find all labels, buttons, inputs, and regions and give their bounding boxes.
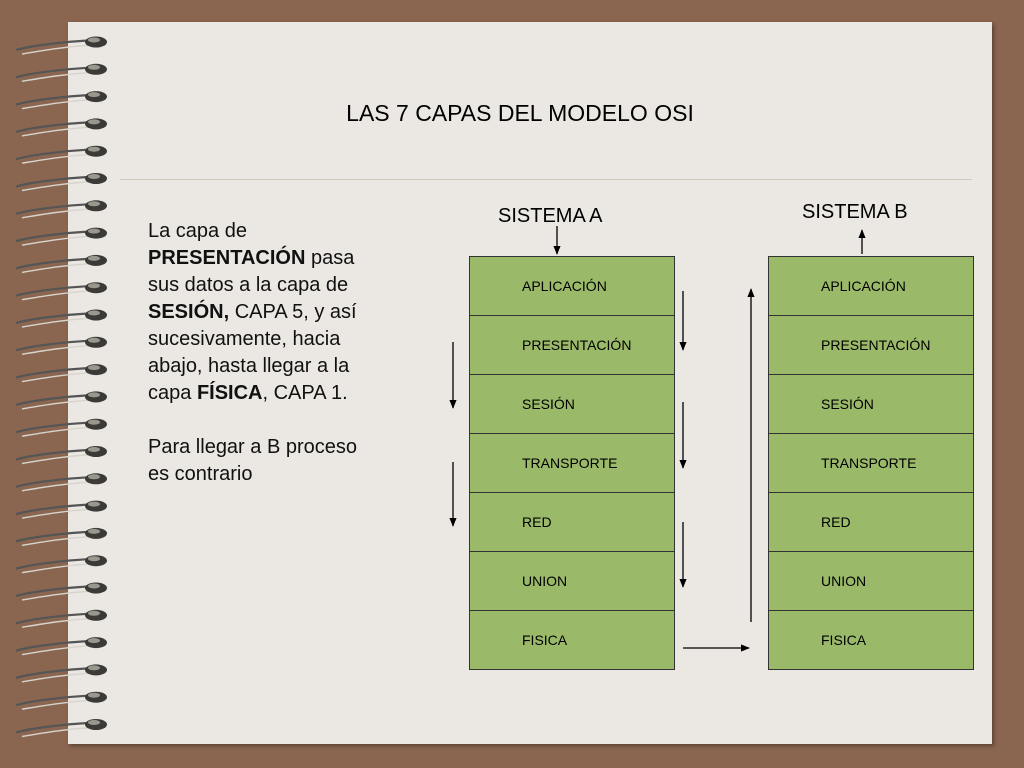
system-b-layer: PRESENTACIÓN [768,316,974,375]
spiral-ring [15,145,107,164]
description-run: La capa de [148,220,247,242]
system-b-layer: TRANSPORTE [768,434,974,493]
spiral-ring [15,582,107,601]
spiral-ring [15,282,107,301]
spiral-ring [15,555,107,574]
description-text: La capa de PRESENTACIÓN pasa sus datos a… [148,218,363,488]
emphasis-text: PRESENTACIÓN [148,247,306,269]
spiral-ring [15,418,107,437]
spiral-ring [15,336,107,355]
emphasis-text: SESIÓN, [148,301,230,323]
emphasis-text: FÍSICA [196,382,263,404]
system-a-layer: TRANSPORTE [469,434,675,493]
system-b-layer: SESIÓN [768,375,974,434]
spiral-ring [15,254,107,274]
system-a-layer: FISICA [469,611,675,670]
description-run: , CAPA 1. [262,382,348,404]
system-b-layer: APLICACIÓN [768,257,974,316]
spiral-ring [15,91,107,110]
spiral-ring [15,227,107,246]
spiral-ring [15,719,107,738]
spiral-ring [15,664,107,683]
description-run: pasa sus datos a la capa de [148,247,355,296]
system-a-layer: UNION [469,552,675,611]
description-paragraph-2: Para llegar a B proceso es contrario [148,436,358,485]
spiral-ring [15,309,107,328]
system-b-layer: FISICA [768,611,974,670]
spiral-ring [15,36,107,55]
system-a-layer: SESIÓN [469,375,675,434]
spiral-ring [15,118,107,137]
spiral-ring [15,63,107,82]
spiral-ring [15,500,107,519]
system-a-layer: RED [469,493,675,552]
spiral-ring [15,364,107,383]
spiral-ring [15,609,107,628]
system-a-layer: APLICACIÓN [469,257,675,316]
spiral-ring [15,446,107,465]
spiral-ring [15,200,107,219]
page-title: LAS 7 CAPAS DEL MODELO OSI [346,100,694,126]
spiral-ring [15,691,107,710]
spiral-ring [15,173,107,192]
system-a-layer: PRESENTACIÓN [469,316,675,375]
system-a-label: SISTEMA A [498,205,603,227]
description-paragraph-1: La capa de PRESENTACIÓN pasa sus datos a… [148,218,363,407]
spiral-ring [15,391,107,410]
spiral-ring [15,473,107,492]
spiral-ring [15,637,107,656]
spiral-binding [15,36,107,738]
description-run: CAPA 5, y así sucesivamente, hacia abajo… [148,301,357,404]
system-b-label: SISTEMA B [802,201,908,223]
title-divider [120,179,972,180]
spiral-ring [15,527,107,547]
system-b-layer: UNION [768,552,974,611]
system-b-layer: RED [768,493,974,552]
